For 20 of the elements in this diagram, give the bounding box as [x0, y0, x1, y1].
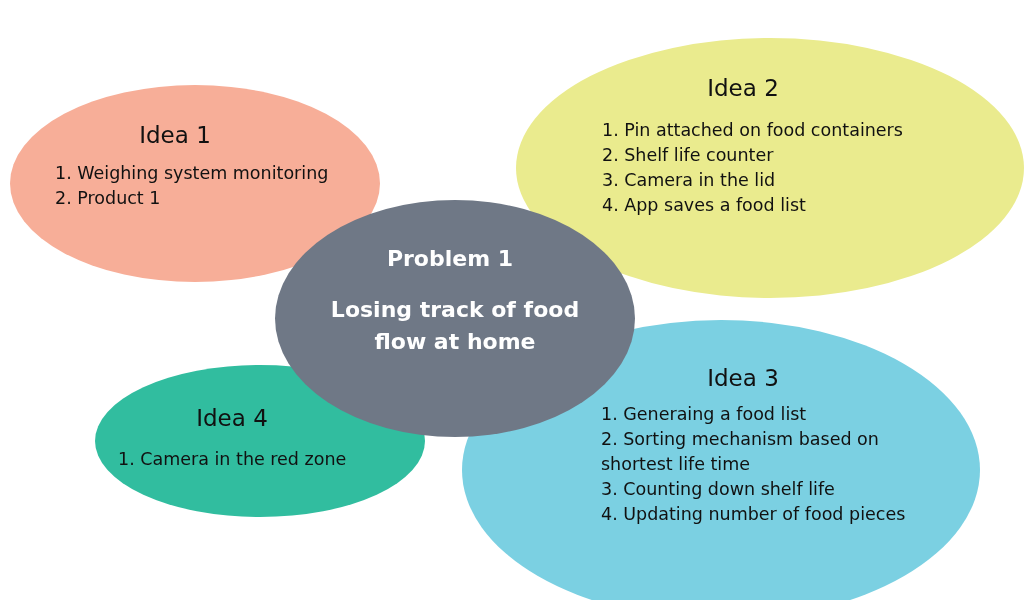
problem-statement: Losing track of food flow at home	[329, 296, 581, 356]
list-item: 4. App saves a food list	[602, 194, 807, 217]
list-item: 3. Camera in the lid	[602, 169, 777, 192]
list-item: 2. Product 1	[55, 187, 162, 210]
idea-title: Idea 4	[196, 405, 268, 431]
list-item: 4. Updating number of food pieces	[601, 503, 907, 526]
list-item: 1. Generaing a food list	[601, 403, 808, 426]
idea-ellipse	[95, 365, 425, 517]
list-item: 1. Weighing system monitoring	[55, 162, 330, 185]
list-item: 2. Sorting mechanism based on shortest life time	[601, 428, 880, 476]
problem-title: Problem 1	[386, 245, 514, 271]
list-item: 1. Camera in the red zone	[118, 448, 348, 471]
list-item: 1. Pin attached on food containers	[602, 119, 904, 142]
idea-title: Idea 1	[139, 122, 211, 148]
list-item: 3. Counting down shelf life	[601, 478, 836, 501]
idea-ellipse	[10, 85, 380, 282]
list-item: 2. Shelf life counter	[602, 144, 775, 167]
idea-ellipse	[516, 38, 1024, 298]
idea-title: Idea 2	[707, 75, 779, 101]
idea-title: Idea 3	[707, 365, 779, 391]
